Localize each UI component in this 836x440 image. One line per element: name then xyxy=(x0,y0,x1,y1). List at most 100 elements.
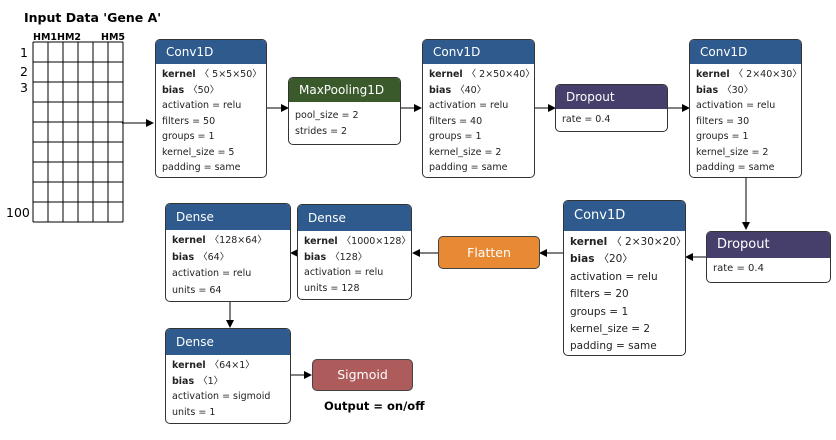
dense-layer-1-param-line: units = 128 xyxy=(304,282,360,294)
conv1d-layer-2-param-line: padding = same xyxy=(429,162,508,173)
conv1d-layer-3-param-line: kernel_size = 2 xyxy=(696,146,769,158)
param-value: 〈128〉 xyxy=(330,251,368,263)
param-key: bias xyxy=(304,251,327,263)
dropout-layer-1: Dropout rate = 0.4 xyxy=(555,84,668,132)
flatten-layer: Flatten xyxy=(438,236,540,269)
conv1d-layer-4-title: Conv1D xyxy=(564,201,685,231)
column-label-hm1: HM1 xyxy=(33,32,58,43)
dropout-layer-2-param-line: rate = 0.4 xyxy=(713,263,764,274)
conv1d-layer-4-param-line: activation = relu xyxy=(570,270,658,283)
dropout-layer-2-title: Dropout xyxy=(707,232,830,258)
conv1d-layer-1-param-line: activation = relu xyxy=(162,100,242,111)
param-value: 〈 5×5×50〉 xyxy=(199,69,262,80)
maxpooling1d-layer-param-line: strides = 2 xyxy=(295,125,348,137)
param-value: 〈30〉 xyxy=(722,84,754,96)
conv1d-layer-1: Conv1D kernel〈 5×5×50〉bias〈50〉activation… xyxy=(155,39,267,178)
dense-layer-1: Dense kernel〈1000×128〉bias〈128〉activatio… xyxy=(297,204,412,300)
param-key: bias xyxy=(172,375,195,387)
param-value: 〈 2×40×30〉 xyxy=(733,69,802,80)
conv1d-layer-2-param-bias: bias〈40〉 xyxy=(429,83,534,99)
conv1d-layer-2-param-line: kernel_size = 2 xyxy=(429,146,502,158)
dropout-layer-1-title: Dropout xyxy=(556,85,667,109)
param-key: kernel xyxy=(429,69,463,80)
param-key: bias xyxy=(162,84,185,96)
conv1d-layer-4-param-line: filters = 20 xyxy=(570,288,629,301)
conv1d-layer-3-param-line: padding = same xyxy=(696,162,775,173)
param-key: kernel xyxy=(570,236,608,248)
param-key: kernel xyxy=(172,360,206,371)
dense-layer-2-param-line: activation = relu xyxy=(172,268,252,279)
conv1d-layer-4-param-line: groups = 1 xyxy=(570,305,629,318)
conv1d-layer-2: Conv1D kernel〈 2×50×40〉bias〈40〉activatio… xyxy=(422,39,535,178)
column-label-hm5: HM5 xyxy=(101,32,126,43)
dense-layer-1-param-kernel: kernel〈1000×128〉 xyxy=(304,234,411,250)
conv1d-layer-2-param-line: activation = relu xyxy=(429,100,509,111)
conv1d-layer-1-param-line: filters = 50 xyxy=(162,115,216,127)
conv1d-layer-1-params: kernel〈 5×5×50〉bias〈50〉activation = relu… xyxy=(156,64,266,176)
sigmoid-layer: Sigmoid xyxy=(312,359,413,391)
conv1d-layer-4-param-kernel: kernel〈 2×30×20〉 xyxy=(570,234,685,251)
dense-layer-2-param-bias: bias〈64〉 xyxy=(172,250,290,267)
conv1d-layer-2-param-line: filters = 40 xyxy=(429,115,483,127)
maxpooling1d-layer-title: MaxPooling1D xyxy=(289,78,400,102)
conv1d-layer-4: Conv1D kernel〈 2×30×20〉bias〈20〉activatio… xyxy=(563,200,686,356)
conv1d-layer-1-param-line: groups = 1 xyxy=(162,131,215,142)
dense-layer-1-params: kernel〈1000×128〉bias〈128〉activation = re… xyxy=(298,231,411,296)
dense-layer-3-title: Dense xyxy=(166,329,290,355)
conv1d-layer-2-param-line: groups = 1 xyxy=(429,131,482,142)
param-value: 〈128×64〉 xyxy=(209,235,267,246)
maxpooling1d-layer-param-line: pool_size = 2 xyxy=(295,110,359,121)
param-value: 〈64×1〉 xyxy=(209,360,255,371)
dense-layer-2-param-line: units = 64 xyxy=(172,284,222,296)
param-key: kernel xyxy=(162,69,196,80)
conv1d-layer-3-param-kernel: kernel〈 2×40×30〉 xyxy=(696,67,801,83)
dense-layer-3-param-bias: bias〈1〉 xyxy=(172,374,290,390)
maxpooling1d-layer-params: pool_size = 2 strides = 2 xyxy=(289,102,400,139)
conv1d-layer-3-param-bias: bias〈30〉 xyxy=(696,83,801,99)
conv1d-layer-2-param-kernel: kernel〈 2×50×40〉 xyxy=(429,67,534,83)
param-key: kernel xyxy=(172,235,206,246)
conv1d-layer-1-param-line: padding = same xyxy=(162,162,241,173)
param-value: 〈50〉 xyxy=(188,84,220,96)
param-value: 〈 2×30×20〉 xyxy=(611,236,686,248)
row-label-100: 100 xyxy=(6,205,30,220)
conv1d-layer-4-param-bias: bias〈20〉 xyxy=(570,251,685,268)
param-value: 〈40〉 xyxy=(455,84,487,96)
conv1d-layer-2-params: kernel〈 2×50×40〉bias〈40〉activation = rel… xyxy=(423,64,534,176)
param-value: 〈 2×50×40〉 xyxy=(466,69,535,80)
param-key: bias xyxy=(172,251,195,263)
conv1d-layer-1-param-line: kernel_size = 5 xyxy=(162,146,235,158)
dropout-layer-1-params: rate = 0.4 xyxy=(556,109,667,128)
input-title: Input Data 'Gene A' xyxy=(24,10,162,25)
conv1d-layer-2-title: Conv1D xyxy=(423,40,534,64)
row-label-2: 2 xyxy=(20,64,28,79)
dense-layer-1-title: Dense xyxy=(298,205,411,231)
conv1d-layer-1-param-kernel: kernel〈 5×5×50〉 xyxy=(162,67,266,83)
conv1d-layer-1-param-bias: bias〈50〉 xyxy=(162,83,266,99)
column-label-hm2: HM2 xyxy=(57,32,82,43)
dropout-layer-1-param-line: rate = 0.4 xyxy=(562,114,611,125)
conv1d-layer-4-params: kernel〈 2×30×20〉bias〈20〉activation = rel… xyxy=(564,231,685,355)
param-key: kernel xyxy=(696,69,730,80)
dense-layer-3: Dense kernel〈64×1〉bias〈1〉activation = si… xyxy=(165,328,291,424)
dense-layer-3-param-line: units = 1 xyxy=(172,406,216,418)
conv1d-layer-1-title: Conv1D xyxy=(156,40,266,64)
conv1d-layer-3-param-line: filters = 30 xyxy=(696,115,750,127)
conv1d-layer-4-param-line: padding = same xyxy=(570,340,657,353)
dropout-layer-2: Dropout rate = 0.4 xyxy=(706,231,831,283)
param-value: 〈20〉 xyxy=(598,253,633,266)
maxpooling1d-layer: MaxPooling1D pool_size = 2 strides = 2 xyxy=(288,77,401,145)
param-key: kernel xyxy=(304,236,338,247)
input-grid xyxy=(32,41,124,223)
conv1d-layer-3: Conv1D kernel〈 2×40×30〉bias〈30〉activatio… xyxy=(689,39,802,178)
param-key: bias xyxy=(570,253,595,266)
param-value: 〈64〉 xyxy=(198,251,230,263)
conv1d-layer-3-param-line: groups = 1 xyxy=(696,131,749,142)
param-value: 〈1000×128〉 xyxy=(341,236,411,247)
dense-layer-1-param-line: activation = relu xyxy=(304,267,384,278)
row-label-1: 1 xyxy=(20,45,28,60)
